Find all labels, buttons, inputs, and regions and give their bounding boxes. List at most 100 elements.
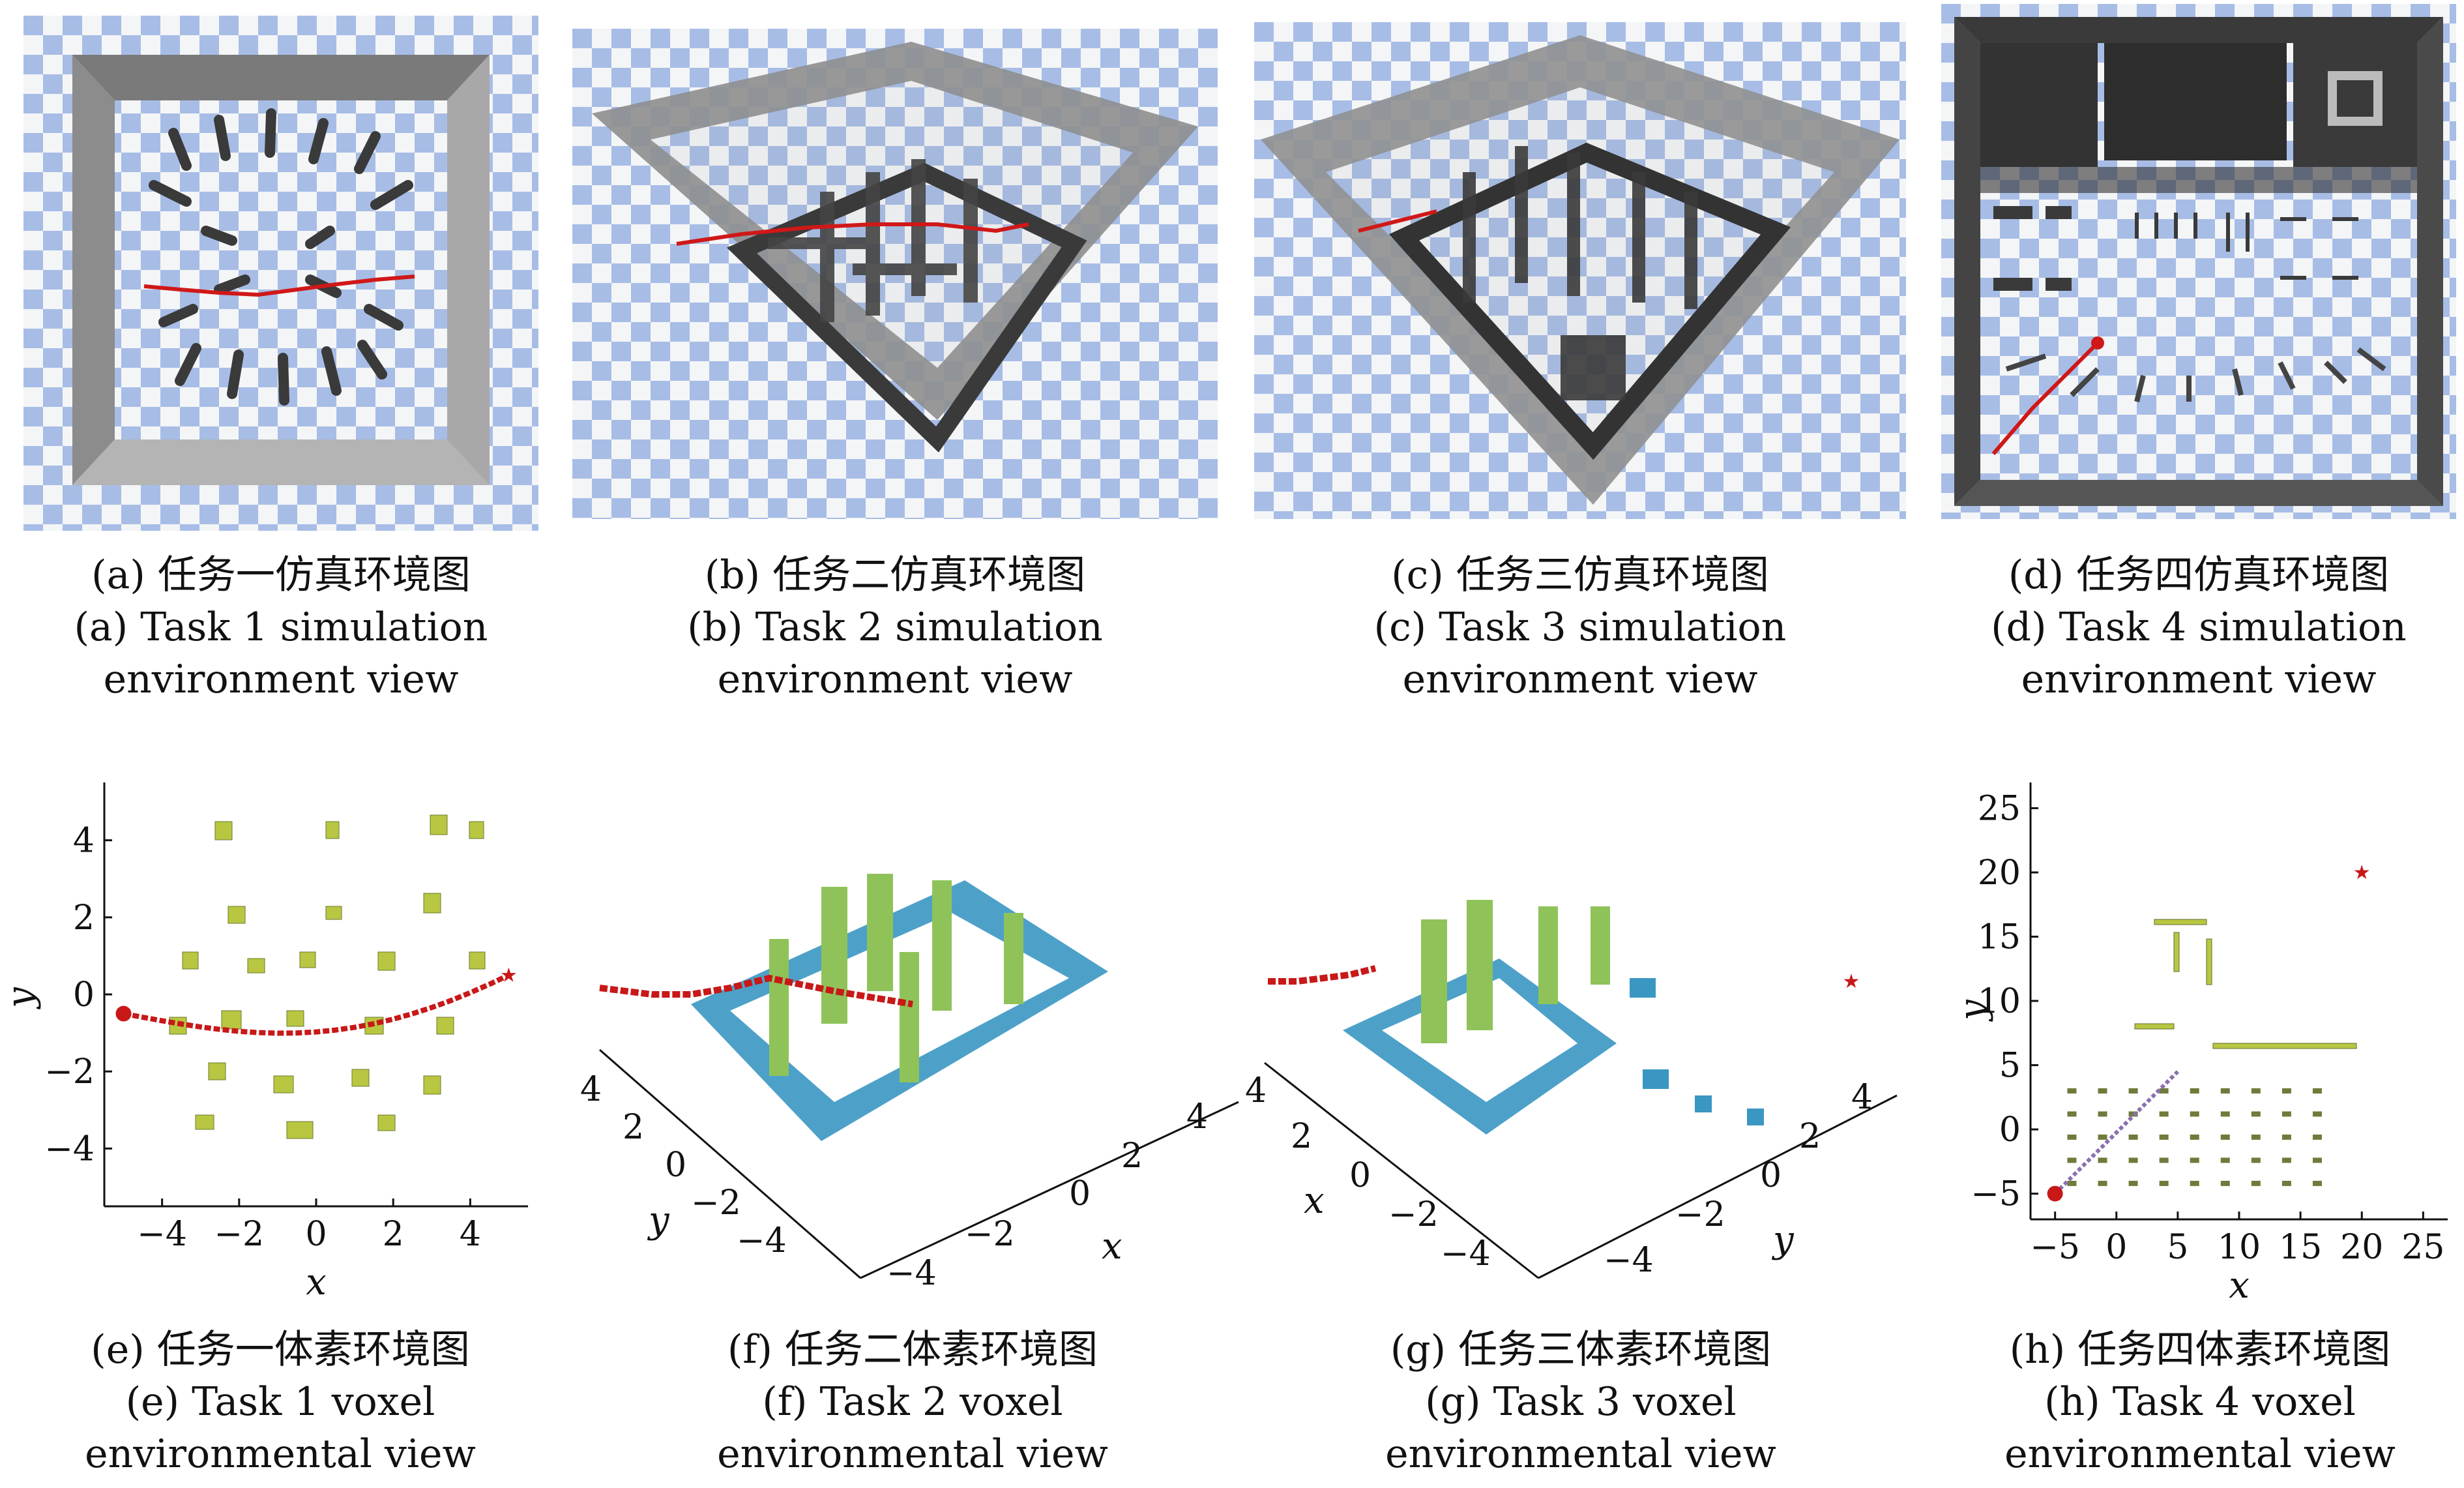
caption-en-line1: (g) Task 3 voxel [1425,1379,1737,1425]
voxel-obstacle [2190,1157,2199,1163]
x-axis-label: x [306,1261,327,1303]
tick-label: 5 [2167,1228,2188,1267]
caption-cn: (d) 任务四仿真环境图 [2008,552,2390,598]
caption-cn: (e) 任务一体素环境图 [91,1327,470,1373]
x-axis-ticks: 4 2 0 −2 −4 [1245,1071,1491,1273]
tick-label: −2 [1388,1195,1439,1234]
voxel-obstacle [2251,1180,2261,1186]
voxel-obstacle [2312,1111,2322,1117]
tick-label: −2 [965,1215,1015,1254]
caption-en-line2: environmental view [85,1431,476,1477]
caption-en-line1: (d) Task 4 simulation [1991,604,2407,650]
tick-label: −5 [1971,1175,2021,1214]
tick-label: 15 [1978,917,2021,957]
tick-label: −4 [44,1129,95,1168]
tick-label: 4 [580,1070,602,1109]
voxel-obstacle [2312,1157,2322,1163]
y-axis-label: y [1952,999,1994,1022]
x-axis-label: x [1102,1225,1122,1268]
tick-label: 0 [1760,1156,1782,1195]
tick-label: 2 [623,1108,644,1147]
tick-label: −5 [2030,1228,2080,1267]
tick-label: 4 [1186,1097,1208,1137]
voxel-plot-task2: 4 2 0 −2 −4 −4 −2 0 2 4 x y [580,854,1239,1311]
trajectory-line [676,222,1029,246]
tick-label: 4 [73,822,95,861]
tick-label: 0 [305,1215,327,1254]
voxel-obstacle [2159,1111,2169,1117]
voxel-obstacle [2098,1088,2107,1094]
caption-g: (g) 任务三体素环境图 (g) Task 3 voxel environmen… [1252,1324,1910,1480]
voxel-obstacle [2098,1111,2107,1117]
y-axis-label: y [1771,1219,1795,1261]
tick-label: 20 [2340,1228,2383,1267]
tick-label: −2 [214,1215,264,1254]
trajectory-line [143,275,415,297]
tick-label: 2 [1799,1117,1821,1156]
goal-marker: ★ [500,964,518,987]
tick-label: 10 [1978,982,2021,1021]
caption-cn: (g) 任务三体素环境图 [1390,1327,1772,1373]
caption-en-line1: (h) Task 4 voxel [2044,1379,2356,1425]
planned-path [2053,1070,2179,1195]
planned-path [123,972,510,1036]
caption-en-line2: environmental view [2004,1431,2396,1477]
tick-label: 0 [665,1146,686,1185]
tick-label: 20 [1978,854,2021,893]
voxel-obstacle [2067,1180,2077,1186]
caption-cn: (c) 任务三仿真环境图 [1391,552,1769,598]
caption-en-line2: environment view [103,657,459,702]
tick-label: 25 [2401,1228,2444,1267]
planned-path [599,974,913,1007]
caption-en-line1: (e) Task 1 voxel [125,1379,435,1425]
voxel-obstacle [2128,1134,2138,1140]
tick-label: −4 [1441,1234,1491,1273]
caption-cn: (f) 任务二体素环境图 [727,1327,1098,1373]
goal-marker: ★ [2353,861,2371,884]
tick-label: 15 [2279,1228,2322,1267]
tick-label: 0 [1349,1156,1371,1195]
caption-en-line2: environmental view [1385,1431,1776,1477]
simulation-image-task4 [1941,4,2456,519]
voxel-obstacle [2251,1088,2261,1094]
voxel-obstacle [2220,1180,2230,1186]
simulation-image-task1 [23,16,538,531]
tick-label: 2 [1121,1137,1143,1176]
tick-label: 0 [1999,1110,2021,1150]
caption-en-line1: (a) Task 1 simulation [74,604,488,650]
voxel-obstacle [2128,1180,2138,1186]
voxel-obstacle [2128,1088,2138,1094]
caption-cn: (h) 任务四体素环境图 [2009,1327,2391,1373]
voxel-obstacle [2251,1111,2261,1117]
tick-label: −2 [44,1052,95,1092]
caption-h: (h) 任务四体素环境图 (h) Task 4 voxel environmen… [1939,1324,2461,1480]
y-axis-ticks: 4 2 0 −2 −4 [580,1070,787,1260]
voxel-obstacle [2067,1111,2077,1117]
tick-label: 2 [73,899,95,938]
caption-a: (a) 任务一仿真环境图 (a) Task 1 simulation envir… [23,549,538,706]
caption-b: (b) 任务二仿真环境图 (b) Task 2 simulation envir… [572,549,1218,706]
voxel-obstacle [2098,1134,2107,1140]
voxel-obstacle [2159,1134,2169,1140]
caption-en-line2: environment view [717,657,1073,702]
caption-en-line1: (b) Task 2 simulation [687,604,1103,650]
planned-path [1268,965,1377,985]
x-axis-ticks: −4 −2 0 2 4 [887,1097,1208,1293]
tick-label: 0 [1069,1174,1091,1213]
simulation-image-task2 [572,29,1218,519]
voxel-plot-task3: 4 2 0 −2 −4 −4 −2 0 2 4 x y [1245,848,1910,1317]
voxel-obstacle [2159,1157,2169,1163]
x-axis-label: x [2229,1264,2250,1307]
voxel-obstacle [2098,1157,2107,1163]
caption-d: (d) 任务四仿真环境图 (d) Task 4 simulation envir… [1941,549,2456,706]
voxel-obstacle [2220,1134,2230,1140]
tick-label: 4 [1851,1078,1873,1117]
trajectory-line [1358,209,1437,233]
voxel-obstacle [2281,1157,2291,1163]
caption-cn: (b) 任务二仿真环境图 [704,552,1086,598]
voxel-obstacle [2067,1134,2077,1140]
caption-en-line2: environment view [2021,657,2377,702]
y-axis-ticks: −4 −2 0 2 4 [1604,1078,1873,1280]
tick-label: −4 [737,1221,787,1260]
